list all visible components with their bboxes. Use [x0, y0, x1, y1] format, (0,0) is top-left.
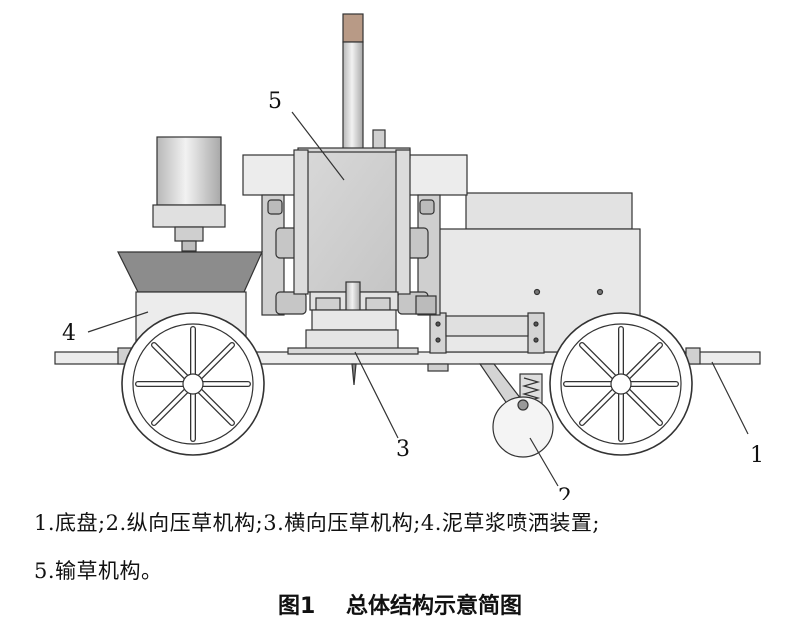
longitudinal-grass-pressing-mechanism	[478, 363, 554, 458]
figure-title: 图1 总体结构示意简图	[278, 594, 522, 619]
machine-structure-diagram: 5 4 3 2 1	[54, 13, 764, 500]
callout-3: 3	[396, 437, 410, 462]
callout-2: 2	[558, 485, 572, 500]
transverse-grass-pressing-mechanism	[287, 329, 419, 386]
caption-legend-line-2: 5.输草机构。	[34, 559, 163, 583]
front-wheel	[121, 312, 265, 456]
grass-conveying-mechanism	[293, 13, 411, 333]
callout-1: 1	[750, 443, 764, 468]
callout-4: 4	[62, 321, 76, 346]
callout-5: 5	[268, 89, 282, 114]
leader-lines	[87, 111, 749, 487]
rear-wheel	[549, 312, 693, 456]
caption-legend-line-1: 1.底盘;2.纵向压草机构;3.横向压草机构;4.泥草浆喷洒装置;	[34, 511, 600, 535]
rear-housing	[429, 192, 641, 354]
